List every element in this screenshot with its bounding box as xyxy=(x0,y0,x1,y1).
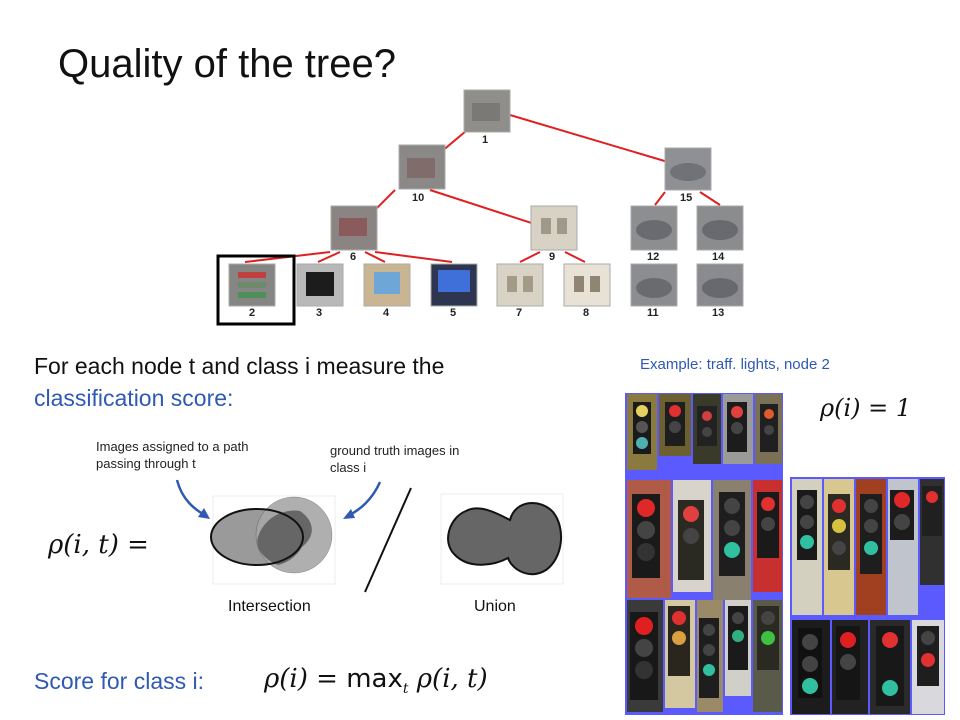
node-label-10: 10 xyxy=(412,192,425,204)
traffic-lamps xyxy=(630,402,942,706)
intro-line-1: For each node t and class i measure the xyxy=(34,353,445,379)
edge-15-14 xyxy=(699,191,721,206)
node-label-5: 5 xyxy=(450,307,457,319)
node-label-9: 9 xyxy=(549,251,556,263)
edge-6-3 xyxy=(317,251,341,263)
intro-text: For each node t and class i measure the … xyxy=(34,350,444,414)
node-label-8: 8 xyxy=(583,307,590,319)
page-title: Quality of the tree? xyxy=(58,42,396,86)
node-label-14: 14 xyxy=(712,251,725,263)
score-max: max xyxy=(346,664,403,694)
node-label-12: 12 xyxy=(647,251,660,263)
node-label-4: 4 xyxy=(383,307,390,319)
caption-intersection: Intersection xyxy=(228,598,311,615)
node-thumb-8 xyxy=(563,263,611,307)
node-label-1: 1 xyxy=(482,134,489,146)
node-label-11: 11 xyxy=(647,307,659,319)
edge-6-5 xyxy=(374,251,453,263)
node-2-highlight xyxy=(216,254,296,326)
rho-it-formula: ρ(i, t) = xyxy=(48,530,149,560)
node-label-13: 13 xyxy=(712,307,725,319)
annotation-ground-truth: ground truth images in class i xyxy=(330,443,460,475)
tree-nodes xyxy=(228,89,744,307)
traffic-light-collage xyxy=(625,393,945,715)
score-sub: t xyxy=(402,681,409,698)
score-rhs: ρ(i, t) xyxy=(416,664,488,694)
fraction-slash xyxy=(364,487,412,593)
edge-9-7 xyxy=(519,251,541,263)
node-label-7: 7 xyxy=(516,307,523,319)
rho-i-example: ρ(i) = 1 xyxy=(820,394,912,422)
edge-9-8 xyxy=(564,251,586,263)
node-label-3: 3 xyxy=(316,307,323,319)
union-diagram xyxy=(440,493,564,585)
annotation-arrows xyxy=(175,479,382,519)
intersection-diagram xyxy=(210,495,336,585)
edge-15-12 xyxy=(654,191,666,206)
score-lhs: ρ(i) = xyxy=(264,664,338,694)
node-label-2: 2 xyxy=(249,307,256,319)
score-label: Score for class i: xyxy=(34,668,204,694)
node-thumb-7 xyxy=(496,263,544,307)
node-label-15: 15 xyxy=(680,192,693,204)
example-label: Example: traff. lights, node 2 xyxy=(640,356,830,373)
node-thumb-10 xyxy=(398,144,446,190)
edge-6-4 xyxy=(364,251,386,263)
node-label-6: 6 xyxy=(350,251,357,263)
node-thumb-9 xyxy=(530,205,578,251)
annotation-assigned: Images assigned to a path passing throug… xyxy=(96,439,249,471)
intro-line-2: classification score: xyxy=(34,385,234,411)
caption-union: Union xyxy=(474,598,516,615)
edge-1-15 xyxy=(509,114,689,169)
score-formula: ρ(i) = maxt ρ(i, t) xyxy=(264,664,488,697)
